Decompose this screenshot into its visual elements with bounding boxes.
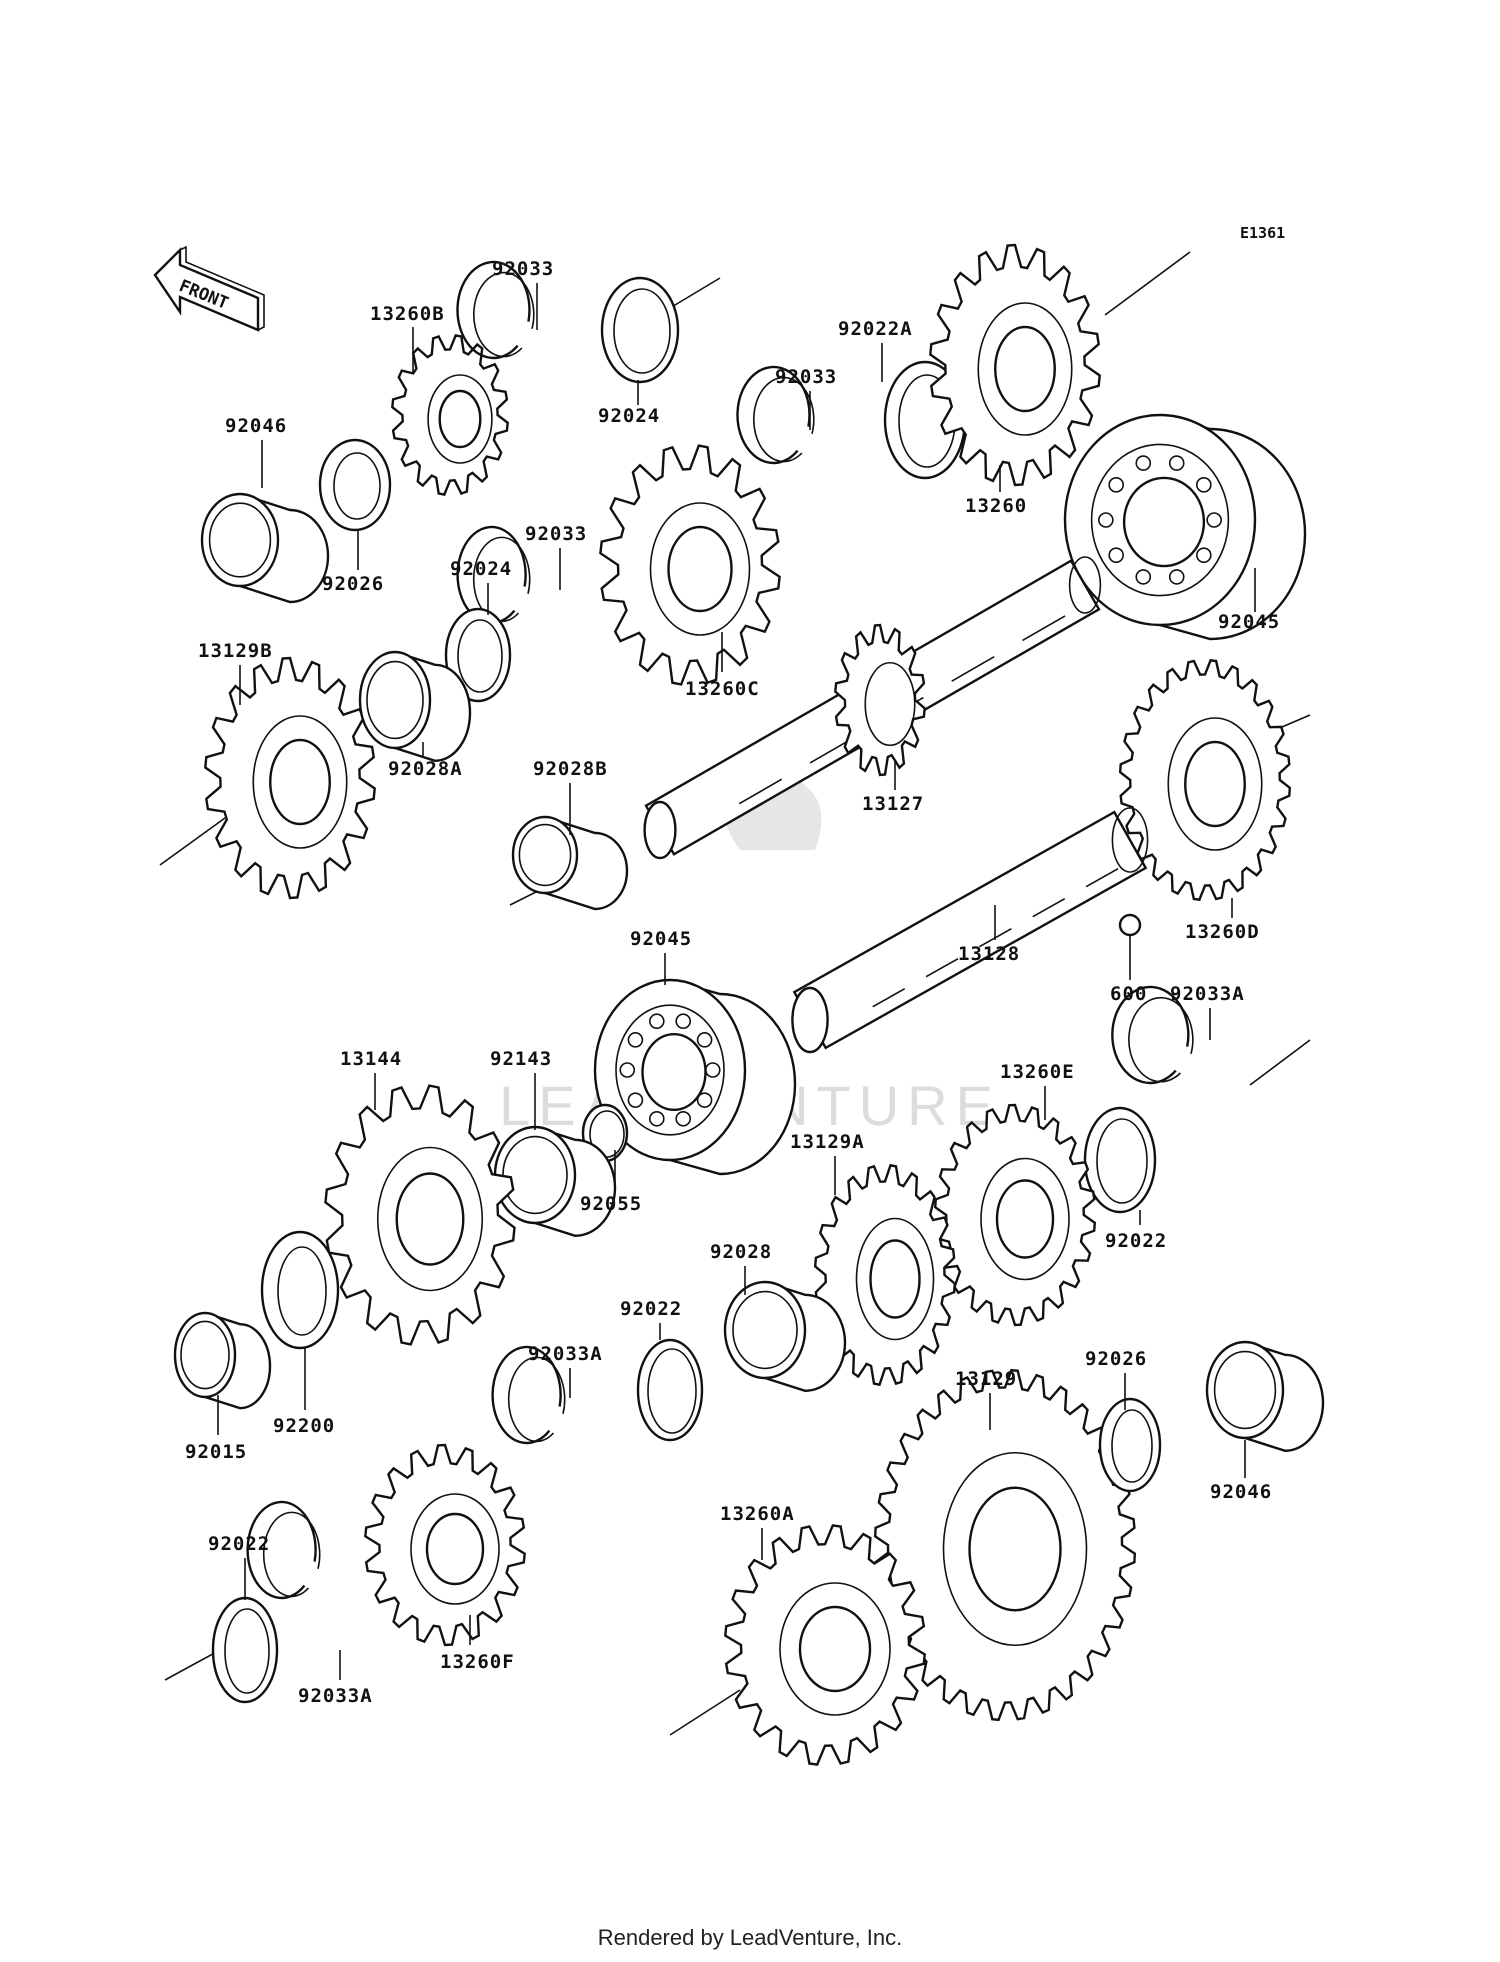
gear-13260 <box>929 243 1101 487</box>
part-number-label: 92026 <box>322 573 384 595</box>
axis-line <box>1249 1039 1311 1086</box>
part-number-label: 92033 <box>775 366 837 388</box>
shaft-13128 <box>791 807 1149 1054</box>
part-number-label: 92015 <box>185 1441 247 1463</box>
nut-92015 <box>173 1311 272 1410</box>
part-number-label: 92028B <box>533 758 608 780</box>
part-number-label: 92143 <box>490 1048 552 1070</box>
thrust-washer-92024 <box>600 276 680 384</box>
gear-13260d <box>1118 658 1292 902</box>
part-number-label: 92026 <box>1085 1348 1147 1370</box>
part-number-label: 92046 <box>225 415 287 437</box>
axis-line <box>159 817 226 866</box>
gear-13260e <box>933 1103 1097 1327</box>
sprocket-13144 <box>324 1084 516 1346</box>
gear-13260a <box>724 1524 926 1766</box>
axis-line <box>669 1689 741 1736</box>
diagram-code: E1361 <box>1240 224 1285 242</box>
part-number-label: 13128 <box>958 943 1020 965</box>
thrust-washer-92024-b <box>444 607 512 703</box>
part-number-label: 92028A <box>388 758 463 780</box>
part-number-label: 92055 <box>580 1193 642 1215</box>
parts <box>159 243 1325 1766</box>
axis-line <box>1104 251 1191 316</box>
gear-13260c <box>599 444 781 686</box>
axis-line <box>669 277 721 309</box>
part-number-label: 13129 <box>955 1368 1017 1390</box>
bushing-92028a <box>358 650 472 763</box>
part-number-label: 92200 <box>273 1415 335 1437</box>
part-number-label: 92033A <box>298 1685 373 1707</box>
bushing-92028 <box>723 1280 847 1393</box>
bearing-92045-b <box>593 978 797 1176</box>
part-number-label: 92022A <box>838 318 913 340</box>
axis-line <box>164 1649 221 1681</box>
bearing-92045 <box>1063 413 1307 641</box>
part-number-label: 92022 <box>620 1298 682 1320</box>
gear-13129 <box>873 1368 1137 1722</box>
gear-13129a <box>813 1163 957 1387</box>
bushing-92046-b <box>1205 1340 1325 1453</box>
thrust-washer-92022-b <box>636 1338 704 1442</box>
part-number-label: 92022 <box>208 1533 270 1555</box>
part-number-label: 600 <box>1110 983 1147 1005</box>
washer-92026 <box>318 438 392 532</box>
thrust-washer-92022-c <box>211 1596 279 1704</box>
part-number-label: 13260A <box>720 1503 795 1525</box>
gear-13260f <box>364 1443 526 1647</box>
circlip-92033a-b <box>491 1345 566 1445</box>
part-number-label: 13260B <box>370 303 445 325</box>
circlip-92033 <box>456 260 535 360</box>
bushing-92046 <box>200 492 330 604</box>
ball-600 <box>1118 913 1142 937</box>
front-arrow-icon: FRONT <box>153 245 265 332</box>
part-number-label: 92024 <box>598 405 660 427</box>
footer-credit: Rendered by LeadVenture, Inc. <box>597 1925 903 1950</box>
bushing-92028b <box>511 815 629 911</box>
part-number-label: 13260F <box>440 1651 515 1673</box>
part-number-label: 92033 <box>525 523 587 545</box>
circlip-92033a <box>1111 985 1194 1085</box>
part-number-label: 92022 <box>1105 1230 1167 1252</box>
part-number-label: 13144 <box>340 1048 402 1070</box>
part-number-label: 13260D <box>1185 921 1260 943</box>
thrust-washer-92022 <box>1083 1106 1157 1214</box>
lockwasher-92200 <box>260 1230 340 1350</box>
part-number-label: 92045 <box>1218 611 1280 633</box>
part-number-label: 13129B <box>198 640 273 662</box>
part-number-label: 92033A <box>1170 983 1245 1005</box>
washer-92026-b <box>1098 1397 1162 1493</box>
part-number-label: 13260 <box>965 495 1027 517</box>
part-number-label: 92024 <box>450 558 512 580</box>
gear-integral-13127 <box>834 623 926 777</box>
callouts: 92033 13260B 92024 92022A 92033 92046 13260 920… <box>185 258 1280 1707</box>
part-number-label: 13260C <box>685 678 760 700</box>
part-number-label: 13129A <box>790 1131 865 1153</box>
part-number-label: 13260E <box>1000 1061 1075 1083</box>
part-number-label: 92045 <box>630 928 692 950</box>
part-number-label: 92033A <box>528 1343 603 1365</box>
gear-13260b <box>391 334 509 496</box>
gear-13129b <box>204 656 376 900</box>
part-number-label: 92028 <box>710 1241 772 1263</box>
circlip-92033a-c <box>246 1500 321 1600</box>
part-number-label: 92033 <box>492 258 554 280</box>
part-number-label: 92046 <box>1210 1481 1272 1503</box>
part-number-label: 13127 <box>862 793 924 815</box>
